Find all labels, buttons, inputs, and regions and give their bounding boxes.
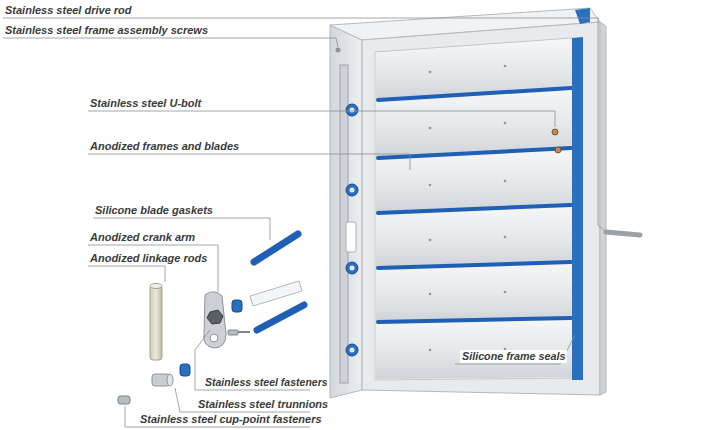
part-label: Stainless steel frame assembly screws [5,24,208,37]
part-label: Stainless steel cup-point fasteners [140,413,322,426]
part-label: Silicone blade gaskets [95,204,213,217]
part-label: Stainless steel U-bolt [90,97,201,110]
part-label: Stainless steel fasteners [205,376,328,389]
part-label: Anodized crank arm [90,231,195,244]
part-label: Stainless steel drive rod [5,4,132,17]
part-label: Stainless steel trunnions [198,398,328,411]
part-label: Anodized linkage rods [90,252,207,265]
part-label: Anodized frames and blades [90,140,239,153]
part-label: Silicone frame seals [460,350,567,363]
